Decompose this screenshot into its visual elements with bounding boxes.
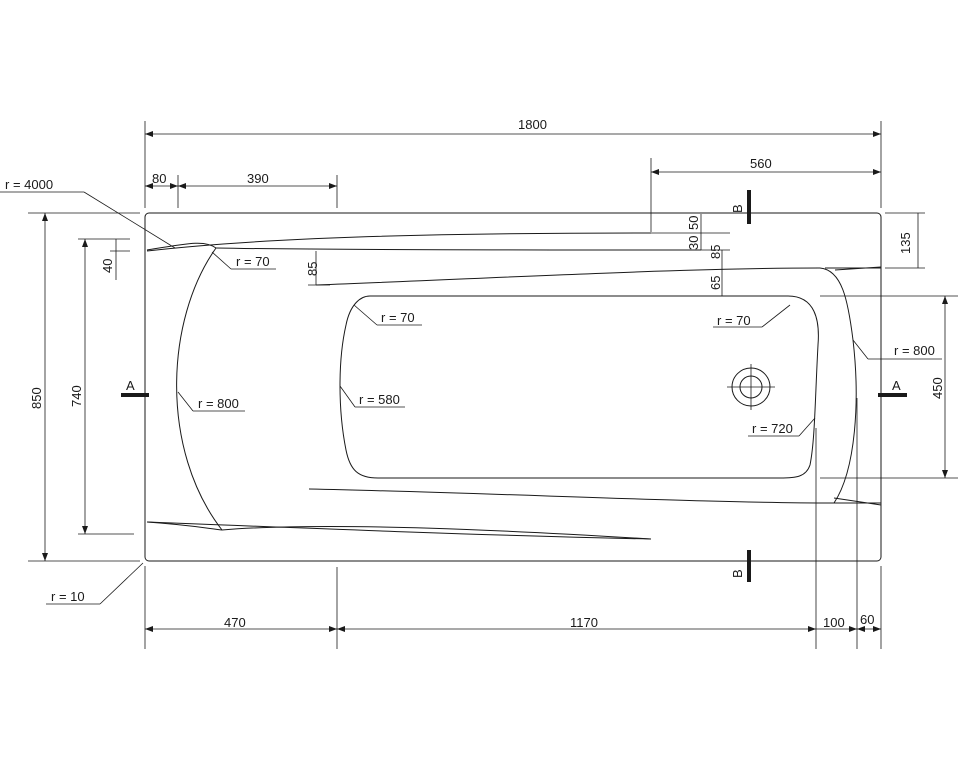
radius-r4000: r = 4000 [5,177,53,192]
tub-outer-rim [144,212,882,562]
section-a-right-label: A [892,378,901,393]
radius-r70-basin-left: r = 70 [381,310,415,325]
section-b-top-label: B [730,204,745,213]
section-b-bottom-label: B [730,569,745,578]
upper-slope-line-2 [215,247,702,251]
dim-40: 40 [100,259,115,273]
radius-r800-right: r = 800 [894,343,935,358]
dim-450: 450 [930,377,945,399]
radius-r10: r = 10 [51,589,85,604]
dim-60: 60 [860,612,874,627]
head-wall-left-curve [176,247,223,531]
foot-end-curve [819,267,857,504]
foot-end-bottom-taper [833,497,882,506]
dim-135: 135 [898,232,913,254]
dim-390: 390 [247,171,269,186]
foot-end-top-taper [825,266,882,271]
lower-slope-line-1 [146,521,652,540]
dim-100: 100 [823,615,845,630]
upper-slope-line-1 [146,232,652,252]
dim-80: 80 [152,171,166,186]
lower-slope-line-2 [221,525,652,540]
dim-1170: 1170 [570,615,598,630]
radius-r70-head: r = 70 [236,254,270,269]
dim-30: 30 [686,236,701,250]
dim-85-stack: 85 [708,245,723,259]
section-a-left-label: A [126,378,135,393]
dim-850: 850 [29,387,44,409]
dim-560: 560 [750,156,772,171]
dim-50: 50 [686,216,701,230]
radius-r800-left: r = 800 [198,396,239,411]
dim-740: 740 [69,385,84,407]
radius-r70-basin-right: r = 70 [717,313,751,328]
lower-slope-line-3 [308,488,835,504]
radius-r720: r = 720 [752,421,793,436]
dim-1800: 1800 [518,117,547,132]
head-wall-top-edge [146,242,217,251]
dim-470: 470 [224,615,246,630]
upper-slope-line-3 [315,267,821,286]
dim-85-left-step: 85 [305,262,320,276]
radius-r580: r = 580 [359,392,400,407]
inner-basin [339,295,819,479]
dim-65: 65 [708,276,723,290]
